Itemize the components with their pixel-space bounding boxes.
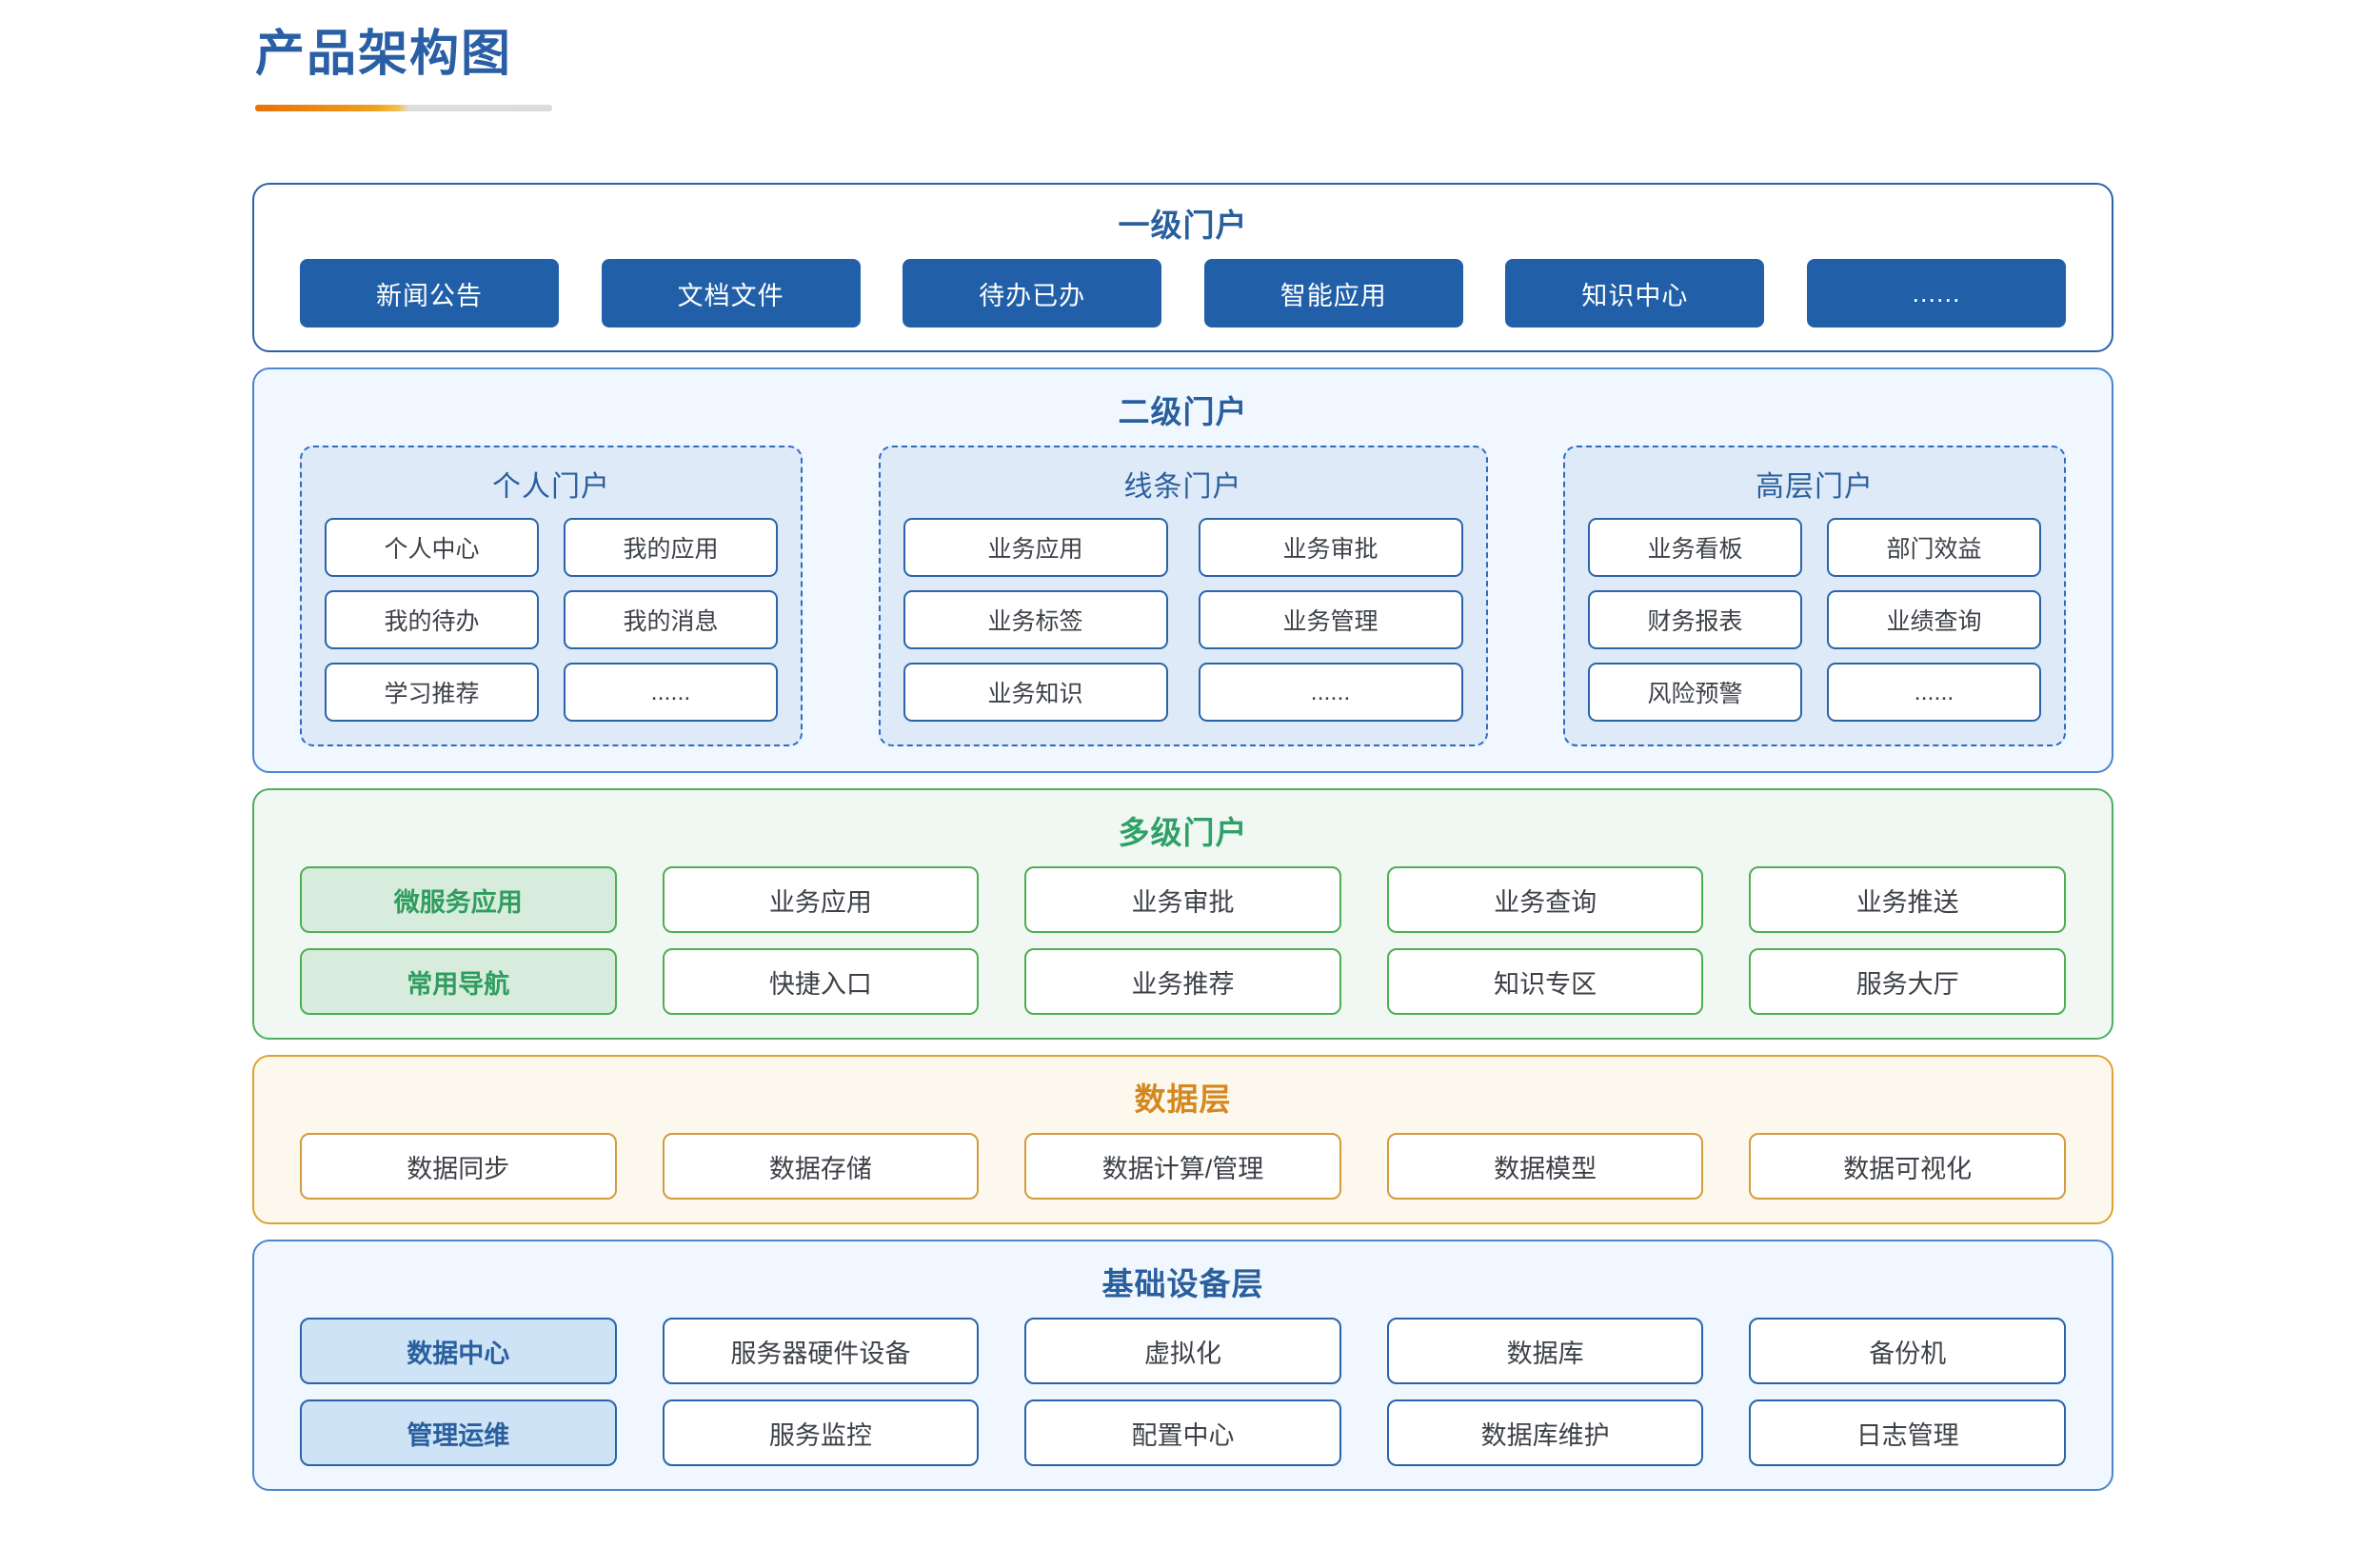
section-title-data-layer: 数据层 (1134, 1082, 1232, 1117)
cell-department-benefit[interactable]: 部门效益 (1827, 518, 2041, 577)
cell-business-approval[interactable]: 业务审批 (1198, 518, 1463, 577)
group-executive-portal: 高层门户 业务看板 部门效益 财务报表 业绩查询 风险预警 ...... (1563, 446, 2066, 746)
chip-news-announcement[interactable]: 新闻公告 (300, 259, 559, 327)
cell-data-center[interactable]: 数据中心 (300, 1318, 617, 1384)
section-title-infrastructure-layer: 基础设备层 (1101, 1266, 1264, 1301)
cell-multi-business-approval[interactable]: 业务审批 (1024, 866, 1341, 933)
cell-multi-business-query[interactable]: 业务查询 (1386, 866, 1704, 933)
cell-service-hall[interactable]: 服务大厅 (1749, 948, 2066, 1015)
cell-microservice-app[interactable]: 微服务应用 (300, 866, 617, 933)
group-title-line-portal: 线条门户 (1123, 471, 1242, 503)
group-title-executive-portal: 高层门户 (1756, 471, 1874, 503)
cell-performance-query[interactable]: 业绩查询 (1827, 590, 2041, 649)
page-title: 产品架构图 (255, 27, 513, 82)
cell-knowledge-zone[interactable]: 知识专区 (1386, 948, 1704, 1015)
group-line-portal: 线条门户 业务应用 业务审批 业务标签 业务管理 业务知识 ...... (878, 446, 1488, 746)
infrastructure-layer-grid: 数据中心 服务器硬件设备 虚拟化 数据库 备份机 管理运维 服务监控 配置中心 … (254, 1318, 2112, 1466)
cell-quick-entry[interactable]: 快捷入口 (662, 948, 980, 1015)
cell-log-management[interactable]: 日志管理 (1749, 1399, 2066, 1466)
cell-multi-business-app[interactable]: 业务应用 (662, 866, 980, 933)
cell-data-sync[interactable]: 数据同步 (300, 1133, 617, 1200)
group-grid-executive-portal: 业务看板 部门效益 财务报表 业绩查询 风险预警 ...... (1588, 518, 2041, 722)
section-multilevel-portal: 多级门户 微服务应用 业务应用 业务审批 业务查询 业务推送 常用导航 快捷入口… (252, 788, 2113, 1040)
cell-financial-report[interactable]: 财务报表 (1588, 590, 1802, 649)
chip-knowledge-center[interactable]: 知识中心 (1505, 259, 1765, 327)
cell-business-tag[interactable]: 业务标签 (903, 590, 1168, 649)
cell-business-knowledge[interactable]: 业务知识 (903, 663, 1168, 722)
cell-learning-recommend[interactable]: 学习推荐 (325, 663, 539, 722)
multilevel-portal-grid: 微服务应用 业务应用 业务审批 业务查询 业务推送 常用导航 快捷入口 业务推荐… (254, 866, 2112, 1015)
cell-database-maintenance[interactable]: 数据库维护 (1386, 1399, 1704, 1466)
cell-business-management[interactable]: 业务管理 (1198, 590, 1463, 649)
chip-more[interactable]: ...... (1806, 259, 2066, 327)
cell-personal-more[interactable]: ...... (564, 663, 778, 722)
section-title-secondary-portal: 二级门户 (1118, 394, 1248, 429)
cell-business-app[interactable]: 业务应用 (903, 518, 1168, 577)
cell-my-todo[interactable]: 我的待办 (325, 590, 539, 649)
section-title-primary-portal: 一级门户 (1118, 208, 1248, 243)
group-grid-personal-portal: 个人中心 我的应用 我的待办 我的消息 学习推荐 ...... (325, 518, 778, 722)
group-grid-line-portal: 业务应用 业务审批 业务标签 业务管理 业务知识 ...... (903, 518, 1463, 722)
title-accent-rule (255, 104, 552, 111)
primary-portal-row: 新闻公告 文档文件 待办已办 智能应用 知识中心 ...... (254, 259, 2112, 327)
cell-virtualization[interactable]: 虚拟化 (1024, 1318, 1341, 1384)
cell-data-visualization[interactable]: 数据可视化 (1749, 1133, 2066, 1200)
section-title-multilevel-portal: 多级门户 (1118, 815, 1248, 850)
cell-ops-management[interactable]: 管理运维 (300, 1399, 617, 1466)
cell-multi-business-push[interactable]: 业务推送 (1749, 866, 2066, 933)
cell-my-apps[interactable]: 我的应用 (564, 518, 778, 577)
section-primary-portal: 一级门户 新闻公告 文档文件 待办已办 智能应用 知识中心 ...... (252, 183, 2113, 352)
cell-risk-alert[interactable]: 风险预警 (1588, 663, 1802, 722)
cell-database[interactable]: 数据库 (1386, 1318, 1704, 1384)
section-secondary-portal: 二级门户 个人门户 个人中心 我的应用 我的待办 我的消息 学习推荐 .....… (252, 367, 2113, 773)
cell-line-more[interactable]: ...... (1198, 663, 1463, 722)
chip-documents[interactable]: 文档文件 (601, 259, 861, 327)
section-infrastructure-layer: 基础设备层 数据中心 服务器硬件设备 虚拟化 数据库 备份机 管理运维 服务监控… (252, 1240, 2113, 1491)
cell-business-dashboard[interactable]: 业务看板 (1588, 518, 1802, 577)
chip-smart-apps[interactable]: 智能应用 (1203, 259, 1463, 327)
cell-data-storage[interactable]: 数据存储 (662, 1133, 980, 1200)
cell-data-model[interactable]: 数据模型 (1386, 1133, 1704, 1200)
cell-server-hardware[interactable]: 服务器硬件设备 (662, 1318, 980, 1384)
data-layer-grid: 数据同步 数据存储 数据计算/管理 数据模型 数据可视化 (254, 1133, 2112, 1200)
cell-common-navigation[interactable]: 常用导航 (300, 948, 617, 1015)
cell-my-messages[interactable]: 我的消息 (564, 590, 778, 649)
title-block: 产品架构图 (255, 27, 826, 111)
cell-data-compute-management[interactable]: 数据计算/管理 (1024, 1133, 1341, 1200)
cell-executive-more[interactable]: ...... (1827, 663, 2041, 722)
secondary-portal-groups: 个人门户 个人中心 我的应用 我的待办 我的消息 学习推荐 ...... 线条门… (254, 446, 2112, 746)
chip-todo-done[interactable]: 待办已办 (903, 259, 1162, 327)
group-personal-portal: 个人门户 个人中心 我的应用 我的待办 我的消息 学习推荐 ...... (300, 446, 803, 746)
cell-backup-machine[interactable]: 备份机 (1749, 1318, 2066, 1384)
section-data-layer: 数据层 数据同步 数据存储 数据计算/管理 数据模型 数据可视化 (252, 1055, 2113, 1224)
layer-stack: 一级门户 新闻公告 文档文件 待办已办 智能应用 知识中心 ...... 二级门… (252, 183, 2113, 1491)
cell-personal-center[interactable]: 个人中心 (325, 518, 539, 577)
cell-business-recommend[interactable]: 业务推荐 (1024, 948, 1341, 1015)
cell-service-monitoring[interactable]: 服务监控 (662, 1399, 980, 1466)
cell-config-center[interactable]: 配置中心 (1024, 1399, 1341, 1466)
group-title-personal-portal: 个人门户 (492, 471, 610, 503)
